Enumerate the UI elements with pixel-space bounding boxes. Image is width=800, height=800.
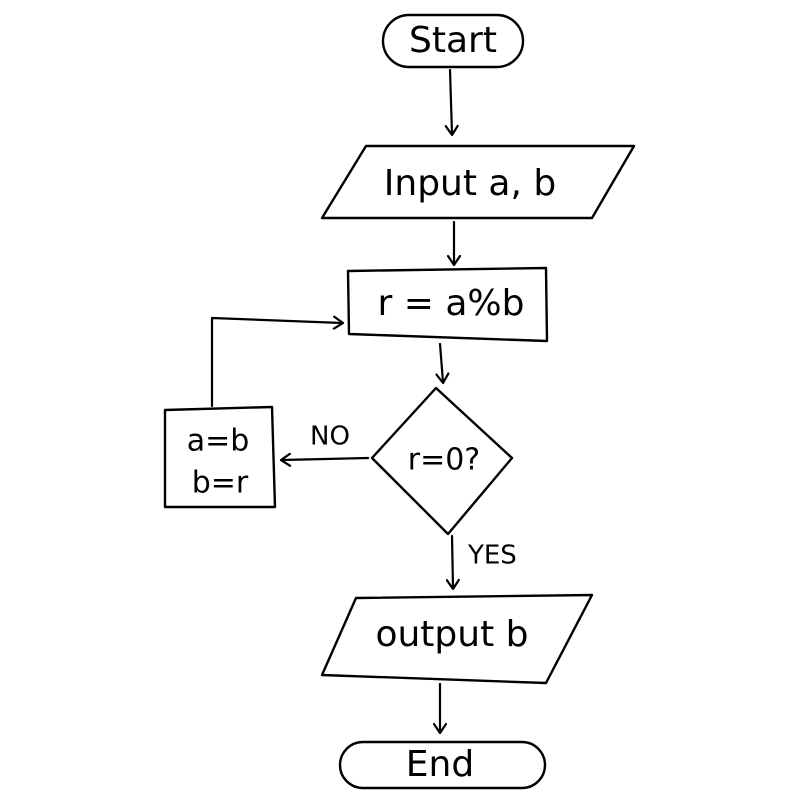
edge-decision-to-output-yes xyxy=(452,534,453,588)
output-label: output b xyxy=(375,614,528,655)
compute-node: r = a%b xyxy=(346,266,549,343)
decision-label: r=0? xyxy=(408,443,480,478)
output-parallelogram-shape xyxy=(320,593,594,685)
input-parallelogram-shape xyxy=(320,144,636,220)
start-label: Start xyxy=(409,20,497,61)
swap-line-2: b=r xyxy=(192,466,249,501)
start-terminator-shape xyxy=(381,13,525,69)
edge-compute-to-decision xyxy=(440,342,443,382)
swap-line-1: a=b xyxy=(187,424,250,459)
decision-node: r=0? xyxy=(370,386,514,536)
edge-swap-loop-to-compute xyxy=(210,318,342,408)
end-terminator-shape xyxy=(338,740,547,790)
input-label: Input a, b xyxy=(384,163,556,204)
end-label: End xyxy=(406,744,474,785)
end-node: End xyxy=(338,740,547,790)
swap-node: a=b b=r xyxy=(163,405,277,509)
swap-process-shape xyxy=(163,405,277,509)
output-node: output b xyxy=(320,593,594,685)
compute-process-shape xyxy=(346,266,549,343)
no-edge-label: NO xyxy=(310,422,350,452)
edge-decision-to-swap-no xyxy=(282,458,370,460)
compute-label: r = a%b xyxy=(378,283,525,324)
edge-start-to-input xyxy=(450,68,452,134)
decision-diamond-shape xyxy=(370,386,514,536)
input-node: Input a, b xyxy=(320,144,636,220)
start-node: Start xyxy=(381,13,525,69)
yes-edge-label: YES xyxy=(467,541,517,571)
